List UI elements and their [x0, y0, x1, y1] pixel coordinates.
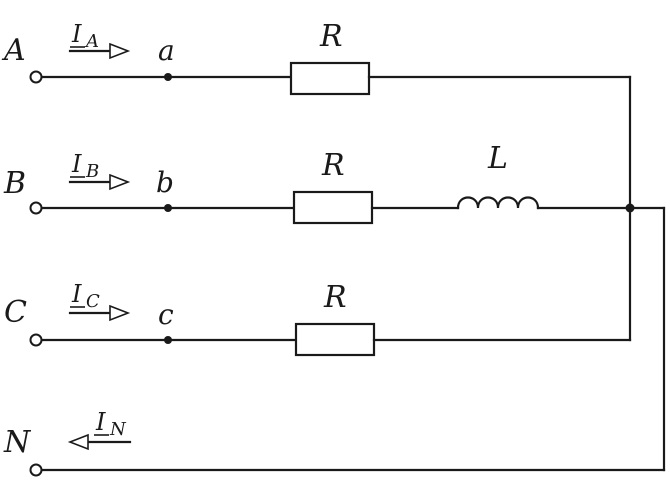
node-label-c: c: [158, 298, 174, 331]
resistor-a: [289, 61, 371, 96]
resistor-c: [294, 322, 376, 357]
star-point-dot: [625, 203, 635, 213]
line-label-c: C: [4, 295, 27, 330]
star-bus: [625, 75, 666, 472]
arrow-head-b: [109, 173, 131, 191]
node-label-b: b: [156, 166, 174, 199]
current-label-b: I: [71, 150, 82, 178]
terminal-n: [29, 463, 43, 477]
arrow-head-c: [109, 304, 131, 322]
line-label-n: N: [3, 425, 32, 460]
current-sub-b: B: [85, 161, 99, 182]
current-arrow-a: I A: [68, 20, 131, 60]
arrow-head-a: [109, 42, 131, 60]
phase-c: C c R I C: [4, 280, 632, 357]
resistor-label-c: R: [323, 280, 347, 315]
node-c-dot: [164, 336, 172, 344]
current-label-c: I: [71, 280, 82, 308]
terminal-b: [29, 201, 43, 215]
node-label-a: a: [158, 34, 175, 67]
neutral: N I N: [3, 408, 666, 477]
current-sub-a: A: [84, 31, 99, 52]
resistor-label-b: R: [321, 148, 345, 183]
line-label-b: B: [3, 166, 26, 201]
node-a-dot: [164, 73, 172, 81]
phase-a: A a R I A: [1, 19, 632, 96]
current-arrow-n: I N: [67, 408, 132, 451]
current-label-n: I: [95, 408, 106, 436]
terminal-a: [29, 70, 43, 84]
terminal-c: [29, 333, 43, 347]
current-label-a: I: [71, 20, 82, 48]
current-sub-n: N: [109, 419, 127, 440]
current-arrow-b: I B: [68, 150, 131, 191]
current-sub-c: C: [86, 291, 100, 312]
resistor-b: [292, 190, 374, 225]
arrow-head-n: [67, 433, 89, 451]
current-arrow-c: I C: [68, 280, 131, 322]
inductor-b: [456, 196, 540, 210]
inductor-label-b: L: [487, 141, 508, 176]
node-b-dot: [164, 204, 172, 212]
resistor-label-a: R: [319, 19, 343, 54]
line-label-a: A: [1, 33, 26, 68]
phase-b: B b R L I B: [3, 141, 666, 225]
